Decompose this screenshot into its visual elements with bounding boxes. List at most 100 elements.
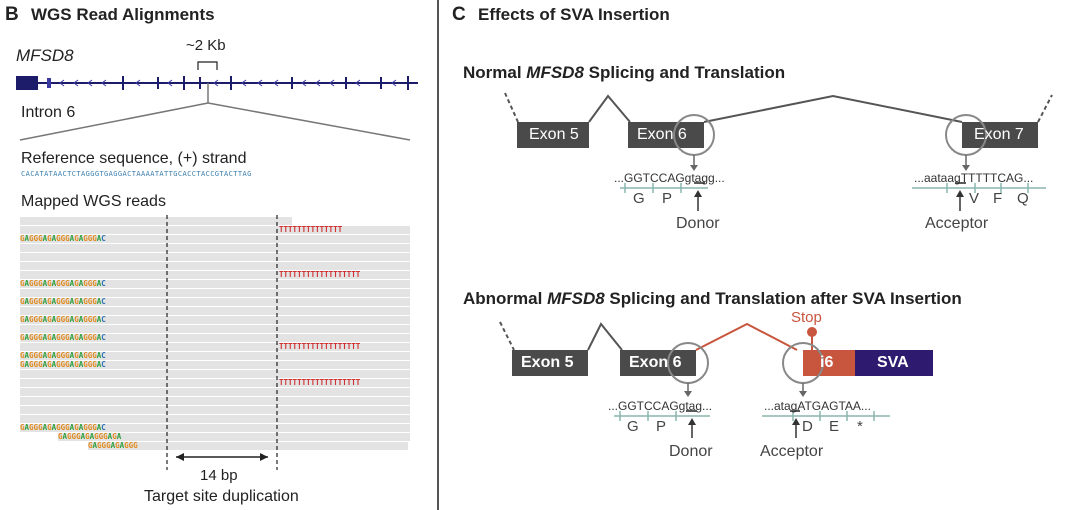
normal-acceptor-pointer-head (962, 165, 970, 171)
read-row (20, 388, 410, 396)
normal-exon7-box (962, 122, 1038, 148)
read-row (20, 370, 410, 378)
normal-acceptor-seq: ...aataagTTTTTCAG... (914, 171, 1034, 185)
read-row (20, 352, 410, 360)
normal-donor-arrow-head (694, 190, 702, 197)
abnormal-title-gene: MFSD8 (547, 289, 605, 308)
normal-exon7-stub (1037, 94, 1053, 123)
normal-exon5-stub (504, 92, 519, 123)
normal-title: Normal MFSD8 Splicing and Translation (463, 63, 785, 83)
reference-sequence-text: CACATATAACTCTAGGGTGAGGACTAAAATATTGCACCTA… (21, 170, 252, 178)
stop-label: Stop (791, 309, 822, 326)
normal-acceptor-aa-2: F (993, 190, 1003, 207)
read-row (20, 217, 292, 225)
gene-strand-arrows (59, 79, 397, 87)
read-row (20, 298, 410, 306)
normal-donor-aa-2: P (662, 190, 673, 207)
read-row (58, 433, 410, 441)
normal-title-gene: MFSD8 (526, 63, 584, 82)
normal-acceptor-aa-3: Q (1017, 190, 1029, 207)
gene-exon-2 (47, 78, 51, 88)
abnormal-title-post: Splicing and Translation after SVA Inser… (604, 289, 962, 308)
read-row (20, 307, 410, 315)
read-row (20, 226, 410, 234)
read-left-sequence: GAGGGAGAGGGAGAGGGAC (20, 315, 106, 324)
scale-label: ~2 Kb (186, 37, 226, 54)
read-row (20, 334, 410, 342)
panel-c-letter: C (452, 4, 466, 25)
intron-label: Intron 6 (21, 104, 76, 121)
normal-exon7-label: Exon 7 (974, 126, 1024, 143)
abnormal-splice-5-6 (587, 322, 623, 351)
read-left-sequence: GAGGGAGAGGGAGAGGGAC (20, 423, 106, 432)
read-left-sequence: GAGGGAGAGGG (88, 441, 138, 450)
normal-acceptor-aa-1: V (969, 190, 980, 207)
read-right-sequence: TTTTTTTTTTTTTTTTTT (279, 378, 361, 387)
gene-exon-ticks (122, 76, 409, 90)
abnormal-donor-label: Donor (669, 443, 713, 460)
abnormal-donor-pointer-head (684, 391, 692, 397)
reference-label: Reference sequence, (+) strand (21, 150, 247, 167)
normal-splice-5-6 (588, 94, 631, 123)
normal-exon5-label: Exon 5 (529, 126, 579, 143)
gene-exon-start (16, 76, 38, 90)
read-row (20, 262, 410, 270)
read-row (20, 244, 410, 252)
normal-donor-pointer-head (690, 165, 698, 171)
normal-donor-label: Donor (676, 215, 720, 232)
abnormal-acceptor-seq: ...atagATGAGTAA... (764, 399, 871, 413)
normal-donor-aa-1: G (633, 190, 645, 207)
read-left-sequence: GAGGGAGAGGGAGAGGGAC (20, 279, 106, 288)
abnormal-splice-6-i6 (695, 322, 798, 351)
read-row (20, 280, 410, 288)
normal-acceptor-ruler (912, 183, 1046, 193)
read-row (20, 397, 410, 405)
zoom-line-left (19, 102, 209, 141)
read-row (20, 325, 410, 333)
mapped-reads-label: Mapped WGS reads (21, 193, 166, 210)
normal-donor-ruler (620, 183, 708, 193)
read-row (20, 316, 410, 324)
abnormal-acceptor-pointer-head (799, 391, 807, 397)
bp-arrow-left-head (176, 453, 184, 461)
panel-divider (437, 0, 439, 510)
read-row (20, 424, 410, 432)
reference-sequence: CACATATAACTCTAGGGTGAGGACTAAAATATTGCACCTA… (21, 170, 252, 178)
read-row (20, 343, 410, 351)
normal-acceptor-arrow-head (956, 190, 964, 197)
normal-exon6-box (628, 122, 704, 148)
read-row (20, 379, 410, 387)
abnormal-acceptor-aa-2: E (829, 418, 840, 435)
panel-b-letter: B (5, 4, 19, 25)
read-left-sequence: GAGGGAGAGGGAGAGGGAC (20, 360, 106, 369)
abnormal-acceptor-arrow-head (792, 418, 800, 425)
abnormal-donor-aa-1: G (627, 418, 639, 435)
abnormal-exon6-label: Exon 6 (629, 354, 682, 371)
abnormal-i6-box (803, 350, 855, 376)
abnormal-title-pre: Abnormal (463, 289, 548, 308)
bp-arrow-right-head (260, 453, 268, 461)
panel-b-title: WGS Read Alignments (31, 5, 215, 24)
panel-c-title: Effects of SVA Insertion (478, 5, 670, 24)
read-left-sequence: GAGGGAGAGGGAGAGGGAC (20, 297, 106, 306)
read-row (20, 361, 410, 369)
read-row (20, 289, 410, 297)
read-left-sequence: GAGGGAGAGGGAGAGGGAC (20, 234, 106, 243)
abnormal-acceptor-label: Acceptor (760, 443, 824, 460)
abnormal-exon6-box (620, 350, 696, 376)
abnormal-donor-ruler (614, 411, 710, 421)
read-row (88, 442, 408, 450)
read-left-sequence: GAGGGAGAGGGAGAGGGAC (20, 351, 106, 360)
zoom-line-right (207, 102, 411, 141)
normal-exon5-box (517, 122, 589, 148)
read-right-sequence: TTTTTTTTTTTTTTTTTT (279, 342, 361, 351)
bp-label: 14 bp (200, 467, 238, 484)
normal-title-post: Splicing and Translation (583, 63, 786, 82)
abnormal-donor-arrow-head (688, 418, 696, 425)
abnormal-sva-label: SVA (877, 354, 909, 371)
read-row (20, 406, 410, 414)
read-right-sequence: TTTTTTTTTTTTTT (279, 225, 343, 234)
